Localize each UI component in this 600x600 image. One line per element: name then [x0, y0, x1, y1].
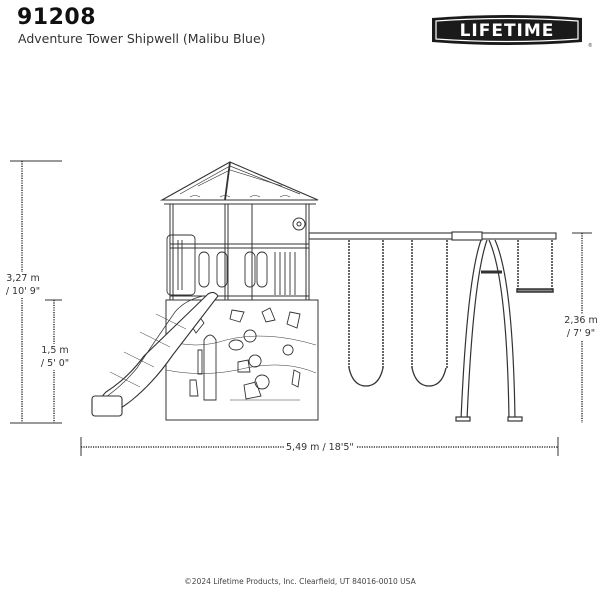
logo-text: LIFETIME	[460, 21, 555, 41]
total-height-metric: 3,27 m	[6, 273, 40, 284]
deck-height-label: 1,5 m / 5' 0"	[38, 344, 72, 370]
total-height-label: 3,27 m / 10' 9"	[2, 272, 44, 298]
total-width-label: 5,49 m / 18'5"	[284, 441, 356, 454]
trademark-symbol: ®	[588, 43, 592, 49]
logo-badge-icon: LIFETIME	[432, 15, 582, 45]
swing-beam-height-dimension-line	[572, 232, 592, 423]
total-height-imperial: / 10' 9"	[5, 286, 41, 297]
copyright-footer: ©2024 Lifetime Products, Inc. Clearfield…	[184, 577, 416, 586]
swing-beam-height-label: 2,36 m / 7' 9"	[560, 314, 600, 340]
tower-windows	[166, 234, 296, 296]
deck-height-metric: 1,5 m	[41, 345, 69, 356]
belt-swing-2	[411, 240, 448, 387]
model-number: 91208	[17, 5, 97, 30]
swing-beam-height-imperial: / 7' 9"	[566, 328, 596, 339]
swing-beam-height-metric: 2,36 m	[564, 315, 598, 326]
deck-height-imperial: / 5' 0"	[40, 358, 70, 369]
belt-swing-1	[348, 240, 384, 387]
slide	[91, 291, 219, 417]
product-name: Adventure Tower Shipwell (Malibu Blue)	[18, 31, 266, 46]
trapeze-bar	[516, 240, 554, 293]
deck-height-dimension-line	[45, 299, 62, 423]
lifetime-logo: LIFETIME ®	[428, 13, 592, 49]
tower-roof	[159, 161, 319, 205]
a-frame-legs	[455, 239, 523, 422]
swing-beam	[308, 231, 557, 241]
